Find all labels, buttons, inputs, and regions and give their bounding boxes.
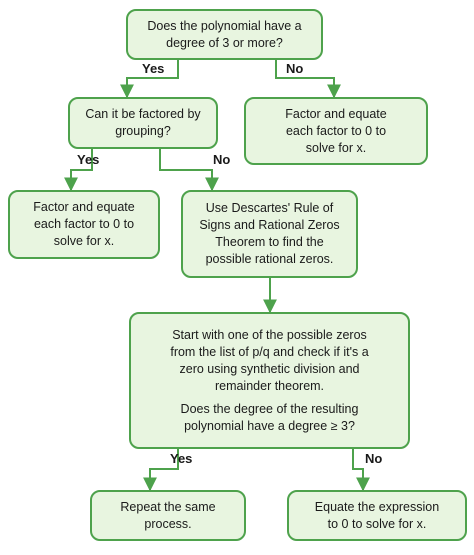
factor-and-equate-grouping-node: Factor and equate each factor to 0 to so… (8, 190, 160, 259)
yes-label: Yes (77, 152, 100, 167)
equate-expression-node: Equate the expression to 0 to solve for … (287, 490, 467, 541)
arrow-synthetic-to-equate (352, 449, 370, 492)
node-text: remainder theorem. (214, 378, 325, 393)
polynomial-degree-question: Does the polynomial have a degree of 3 o… (126, 9, 323, 60)
node-text: each factor to 0 to (33, 217, 135, 231)
node-text: Equate the expression (314, 499, 440, 514)
node-text: Start with one of the possible zeros (172, 327, 367, 342)
node-text: Factor and equate (33, 200, 135, 214)
node-text: to 0 to solve for x. (327, 516, 427, 531)
arrow-synthetic-to-repeat (143, 449, 179, 492)
yes-label: Yes (170, 451, 193, 466)
arrow-grouping-to-factor (64, 149, 93, 192)
descartes-rule-node: Use Descartes' Rule of Signs and Rationa… (181, 190, 358, 278)
arrow-grouping-to-descartes (159, 149, 219, 192)
synthetic-division-node: Start with one of the possible zeros fro… (129, 312, 410, 449)
no-label: No (286, 61, 304, 76)
node-text: Can it be factored by (85, 107, 201, 121)
node-text: degree of 3 or more? (166, 35, 283, 50)
node-text: polynomial have a degree ≥ 3? (184, 418, 355, 433)
node-text: zero using synthetic division and (179, 361, 360, 376)
node-text: Repeat the same (120, 499, 216, 514)
factor-and-equate-node: Factor and equate each factor to 0 to so… (244, 97, 428, 165)
node-text: Factor and equate (285, 106, 387, 121)
node-text: Signs and Rational Zeros (199, 218, 340, 232)
node-text: process. (144, 516, 192, 531)
node-text: Use Descartes' Rule of (205, 201, 334, 215)
node-text: Theorem to find the (215, 235, 324, 249)
arrow-start-to-grouping (120, 60, 179, 99)
arrow-start-to-factor (275, 60, 341, 99)
no-label: No (213, 152, 231, 167)
no-label: No (365, 451, 383, 466)
repeat-process-node: Repeat the same process. (90, 490, 246, 541)
node-text: solve for x. (53, 234, 115, 248)
node-text: possible rational zeros. (205, 252, 334, 266)
node-text: from the list of p/q and check if it's a (170, 344, 369, 359)
node-text: each factor to 0 to (285, 123, 387, 138)
yes-label: Yes (142, 61, 165, 76)
node-text: Does the degree of the resulting (180, 401, 359, 416)
node-text: Does the polynomial have a (147, 18, 302, 33)
grouping-question: Can it be factored by grouping? (68, 97, 218, 149)
node-text: solve for x. (305, 140, 367, 155)
node-text: grouping? (115, 124, 171, 138)
